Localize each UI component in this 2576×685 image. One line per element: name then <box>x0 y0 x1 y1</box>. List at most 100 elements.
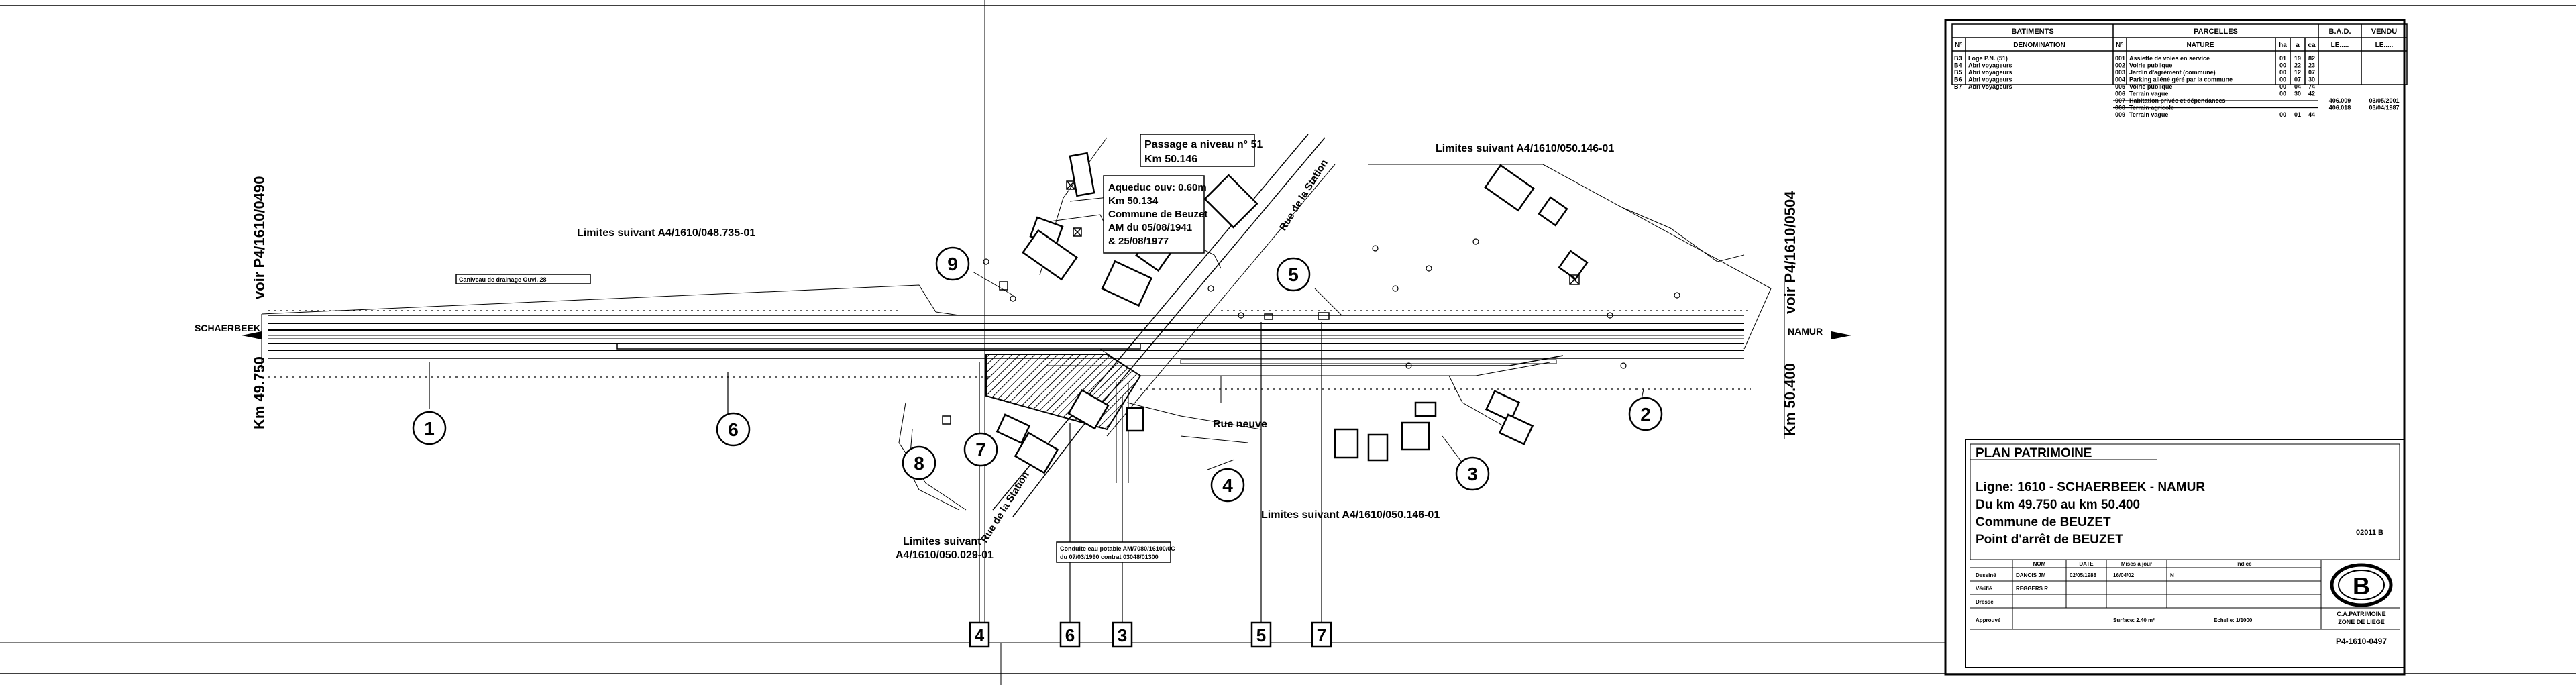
buildings <box>996 152 1589 474</box>
conduite-label-2: du 07/03/1990 contrat 03048/01300 <box>1060 554 1159 560</box>
limit-bottom-left-label-1: Limites suivant <box>903 536 981 547</box>
parcel-a: 22 <box>2294 62 2301 69</box>
parcel-circle-2: 2 <box>1628 397 1663 431</box>
parcel-circle-label: 8 <box>914 453 924 474</box>
parcel-nature: Jardin d'agrément (commune) <box>2129 69 2216 76</box>
echelle-label: Echelle: 1/1000 <box>2214 617 2253 623</box>
parcel-vendu: 03/05/2001 <box>2369 97 2399 104</box>
aqueduc-line-2: Km 50.134 <box>1108 195 1159 207</box>
logo-letter: B <box>2353 572 2370 600</box>
title-heading: PLAN PATRIMOINE <box>1976 446 2092 460</box>
row-dresse: Dressé <box>1976 599 1994 605</box>
col-mise: Mises à jour <box>2121 561 2152 567</box>
parcel-circle-7: 7 <box>963 432 998 467</box>
th-denomination: DENOMINATION <box>2013 42 2065 49</box>
annotation-frames <box>455 134 1255 563</box>
limit-bottom-mid-label: Limites suivant A4/1610/050.146-01 <box>1261 509 1440 521</box>
street-station-top-label: Rue de la Station <box>1277 158 1330 233</box>
parcel-nature: Assiette de voies en service <box>2129 55 2210 62</box>
th-ha: ha <box>2279 42 2287 49</box>
org-line-2: ZONE DE LIEGE <box>2338 619 2385 625</box>
limit-left-top-label: Limites suivant A4/1610/048.735-01 <box>577 227 755 239</box>
km-left-label: Km 49.750 <box>251 356 268 429</box>
caniveau-label: Caniveau de drainage Ouvl. 28 <box>459 276 547 283</box>
building-box-5: 5 <box>1250 621 1272 648</box>
parcel-ha: 00 <box>2279 69 2286 76</box>
parcel-nature: Parking aliéné géré par la commune <box>2129 76 2233 83</box>
parcel-circle-3: 3 <box>1455 456 1490 491</box>
parcel-ca: 82 <box>2308 55 2315 62</box>
parcel-nature: Terrain vague <box>2129 111 2168 118</box>
parcel-circle-label: 2 <box>1640 404 1651 425</box>
parcel-circle-6: 6 <box>716 412 751 447</box>
parcel-nature: Voirie publique <box>2129 83 2172 90</box>
dessine-nom: DANOIS JM <box>2016 572 2046 578</box>
parcel-ha: 01 <box>2279 55 2286 62</box>
building-box-label: 7 <box>1317 625 1326 645</box>
parcel-circle-label: 3 <box>1467 464 1478 484</box>
parcel-ha: 00 <box>2279 62 2286 69</box>
th-batiments: BATIMENTS <box>2011 28 2053 36</box>
street-station-bottom-label: Rue de la Station <box>979 470 1032 545</box>
th-parcelles: PARCELLES <box>2194 28 2238 36</box>
building-name: Abri voyageurs <box>1968 83 2012 90</box>
parcel-ca: 42 <box>2308 91 2315 97</box>
building-box-label: 4 <box>975 625 985 645</box>
parcel-circle-label: 1 <box>424 418 435 439</box>
th-no2: N° <box>2116 42 2123 49</box>
parcel-ha: 00 <box>2279 83 2286 90</box>
parcel-n: 001 <box>2115 55 2125 62</box>
row-approuve: Approuvé <box>1976 617 2001 623</box>
dessine-mise: 16/04/02 <box>2113 572 2135 578</box>
parcel-circle-label: 5 <box>1288 264 1299 285</box>
parcel-ca: 30 <box>2308 76 2315 83</box>
building-box-label: 5 <box>1256 625 1266 645</box>
small-markers <box>942 180 1580 425</box>
building-name: Abri voyageurs <box>1968 69 2012 76</box>
parcel-circle-9: 9 <box>935 246 970 281</box>
parcel-circle-8: 8 <box>902 445 936 480</box>
railway-track <box>268 315 1744 376</box>
parcel-n: 009 <box>2115 111 2125 118</box>
dessine-indice: N <box>2170 572 2174 578</box>
aqueduc-line-5: & 25/08/1977 <box>1108 235 1169 247</box>
parcel-bad: 406.009 <box>2329 97 2351 104</box>
ref-code: 02011 B <box>2356 529 2383 537</box>
parcel-ca: 44 <box>2308 111 2315 118</box>
building-name: Abri voyageurs <box>1968 62 2012 69</box>
passage-label-2: Km 50.146 <box>1144 154 1197 165</box>
dessine-date: 02/05/1988 <box>2070 572 2097 578</box>
street-neuve-label: Rue neuve <box>1213 419 1267 430</box>
parcel-circle-label: 4 <box>1222 475 1233 496</box>
building-box-7: 7 <box>1311 621 1332 648</box>
parcel-ha: 00 <box>2279 111 2286 118</box>
building-name: Abri voyageurs <box>1968 76 2012 83</box>
parcel-circle-5: 5 <box>1276 257 1311 292</box>
org-line-1: C.A.PATRIMOINE <box>2337 611 2385 617</box>
th-nature: NATURE <box>2187 42 2214 49</box>
parcel-a: 12 <box>2294 69 2301 76</box>
building-number: B7 <box>1954 83 1962 90</box>
parcel-circle-label: 6 <box>728 419 739 440</box>
parcel-n: 002 <box>2115 62 2125 69</box>
building-number: B4 <box>1954 62 1962 69</box>
reference-lines <box>429 322 1322 627</box>
parcel-ha: 00 <box>2279 91 2286 97</box>
title-line-2: Du km 49.750 au km 50.400 <box>1976 498 2140 512</box>
parcel-a: 30 <box>2294 91 2301 97</box>
building-box-label: 6 <box>1065 625 1075 645</box>
th-le-bad: LE..... <box>2331 42 2349 49</box>
title-line-3: Commune de BEUZET <box>1976 515 2111 529</box>
building-box-4: 4 <box>969 621 990 648</box>
th-le-vendu: LE..... <box>2375 42 2394 49</box>
aqueduc-line-1: Aqueduc ouv: 0.60m <box>1108 182 1207 193</box>
building-number: B6 <box>1954 76 1962 83</box>
col-nom: NOM <box>2033 561 2046 567</box>
aqueduc-line-3: Commune de Beuzet <box>1108 209 1208 220</box>
parcel-circle-label: 9 <box>947 254 958 274</box>
building-box-label: 3 <box>1118 625 1127 645</box>
building-box-3: 3 <box>1112 621 1133 648</box>
sncb-logo: B C.A.PATRIMOINE ZONE DE LIEGE <box>2330 563 2393 625</box>
